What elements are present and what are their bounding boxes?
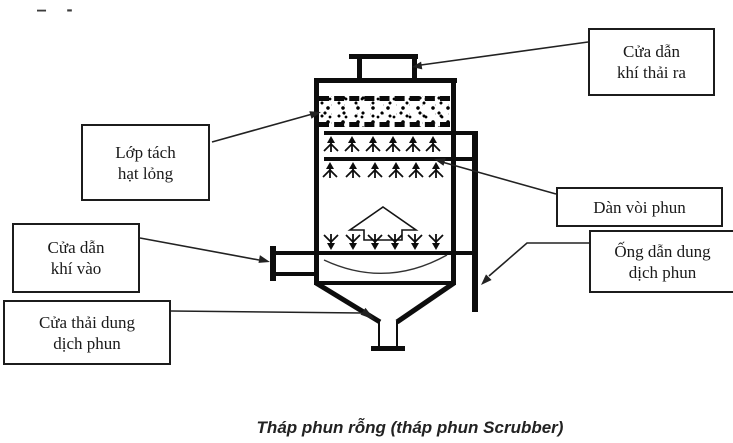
spray-nozzles [322, 136, 444, 250]
gas-flow-up-arrow-icon [347, 206, 419, 241]
label-text: Ống dẫn dung [614, 241, 711, 261]
spray-nozzle-icon [323, 136, 339, 152]
label-box-spray-header: Dàn vòi phun [556, 187, 723, 227]
spray-nozzle-icon [322, 162, 338, 178]
spray-nozzle-icon [428, 234, 444, 250]
label-text: Dàn vòi phun [593, 197, 686, 217]
spray-headers [270, 131, 478, 255]
label-text: Lớp tách [115, 142, 176, 162]
label-box-exhaust-outlet: Cửa dẫn khí thải ra [588, 28, 715, 96]
leader-spray-header [434, 158, 557, 195]
label-text: Cửa dẫn [623, 42, 680, 61]
label-text: dịch phun [53, 333, 121, 353]
page-dash-marks: – - [37, 1, 80, 19]
spray-nozzle-icon [407, 234, 423, 250]
leader-gas-inlet [139, 237, 270, 263]
label-box-droplet-separator: Lớp tách hạt lỏng [81, 124, 210, 201]
spray-header-3 [270, 251, 478, 255]
leader-lines [139, 41, 589, 320]
drain-cone [314, 280, 456, 351]
label-text: dịch phun [628, 262, 697, 282]
spray-nozzle-icon [408, 162, 424, 178]
label-text: khí thải ra [617, 63, 686, 82]
gas-inlet-pipe [270, 246, 319, 281]
leader-droplet-separator [211, 111, 321, 143]
spray-nozzle-icon [344, 136, 360, 152]
spray-nozzle-icon [365, 136, 381, 152]
label-text: khí vào [50, 259, 102, 278]
label-text: Cửa thải dung [38, 312, 136, 332]
spray-header-1 [324, 131, 478, 135]
label-box-liquid-supply-pipe: Ống dẫn dung dịch phun [589, 230, 733, 293]
spray-nozzle-icon [345, 234, 361, 250]
leader-exhaust-outlet [412, 41, 589, 70]
spray-nozzle-icon [385, 136, 401, 152]
spray-nozzle-icon [345, 162, 361, 178]
gas-flow-curve [323, 254, 448, 274]
droplet-separator-layer [319, 96, 450, 127]
spray-nozzle-icon [425, 136, 441, 152]
leader-liquid-supply-pipe [481, 242, 589, 285]
exhaust-chimney [349, 54, 418, 79]
label-text: Cửa dẫn [47, 238, 105, 257]
spray-nozzle-icon [405, 136, 421, 152]
spray-nozzle-icon [367, 162, 383, 178]
spray-nozzle-icon [388, 162, 404, 178]
label-box-gas-inlet: Cửa dẫn khí vào [12, 223, 140, 293]
spray-nozzle-icon [428, 162, 444, 178]
leader-liquid-drain [170, 307, 375, 320]
spray-header-2 [324, 157, 478, 161]
spray-nozzle-icon [323, 234, 339, 250]
diagram-caption: Tháp phun rỗng (tháp phun Scrubber) [256, 418, 564, 437]
tower-shell [314, 78, 457, 285]
label-text: hạt lỏng [117, 163, 174, 183]
label-box-liquid-drain: Cửa thải dung dịch phun [3, 300, 171, 365]
liquid-supply-pipe [472, 133, 478, 312]
spray-nozzle-icon [367, 234, 383, 250]
spray-nozzle-icon [387, 234, 403, 250]
